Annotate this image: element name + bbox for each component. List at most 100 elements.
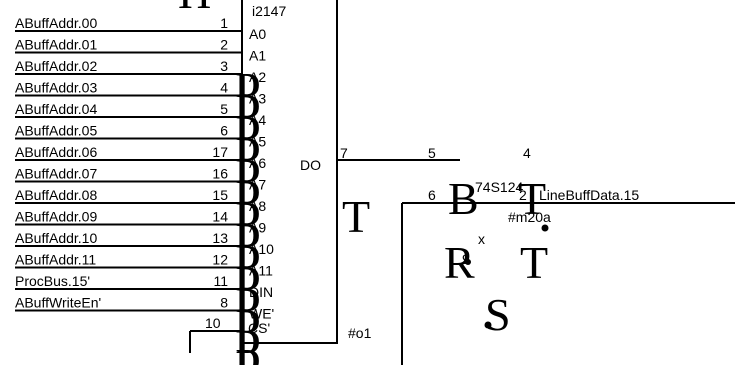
input-signal-label: ABuffAddr.10 [15,230,97,246]
gate-pin-6: 6 [428,187,436,203]
gate-glyph-b: B [448,173,479,224]
gate-part-label: 74S124 [475,179,523,195]
input-pin-number: 4 [220,80,228,96]
input-pin-label: WE' [249,306,274,322]
input-signal-label: ABuffAddr.00 [15,15,97,31]
gate-pin-9: 9 [462,251,470,267]
input-pin-label: A5 [249,134,266,150]
input-pin-number: 17 [212,144,228,160]
input-pin-label: A3 [249,91,266,107]
input-signal-label: ABuffAddr.11 [15,252,96,268]
data-out-label: DO [300,157,321,173]
chip-input-row: ABuffAddr.01 2A1 [15,37,266,64]
input-signal-label: ABuffAddr.04 [15,101,97,117]
chip-part-label: i2147 [252,3,286,19]
overlay-glyph-d: D [236,282,261,319]
output-signal-label: LineBuffData.15 [539,187,639,203]
overlay-glyph-d: D [236,175,261,212]
overlay-glyph-h: H [178,0,211,18]
chip-ref-label: #o1 [348,325,372,341]
chip-pin-cs: 10 CS' [189,315,270,353]
overlay-glyph-d: D [236,67,261,104]
gate-glyph-s: S [485,289,511,340]
overlay-glyph-d: D [236,132,261,169]
input-signal-label: ProcBus.15' [15,273,90,289]
input-pin-number: 5 [220,101,228,117]
input-signal-label: ABuffAddr.01 [15,37,97,53]
gate-pin-4: 4 [523,145,531,161]
input-pin-label: A8 [249,198,266,214]
input-signal-label: ABuffAddr.07 [15,166,97,182]
input-signal-label: ABuffAddr.02 [15,58,97,74]
input-signal-label: ABuffAddr.06 [15,144,97,160]
overlay-glyph-d: D [236,239,261,276]
gate-pin-5: 5 [428,145,436,161]
overlay-glyph-d: D [236,261,261,298]
overlay-glyph-d: D [236,89,261,126]
overlay-glyph-d: D [236,153,261,190]
chip-input-row: ABuffWriteEn' 8WE' [15,295,274,322]
input-pin-label: A9 [249,220,266,236]
input-signal-label: ABuffAddr.05 [15,123,97,139]
gate-74s124: 5 4 6 74S124 2 #m20a x 9 B R T T S [401,145,735,365]
overlay-glyph-t-left: T [342,191,370,242]
input-pin-number: 1 [220,15,228,31]
input-pin-label: A2 [249,69,266,85]
input-pin-label: A0 [249,26,266,42]
input-pin-number: 6 [220,123,228,139]
input-signal-label: ABuffAddr.03 [15,80,97,96]
gate-glyph-t-top: T [518,173,546,224]
overlay-glyph-d: D [236,324,261,361]
gate-glyph-t-bottom: T [520,237,548,288]
input-pin-number: 3 [220,58,228,74]
overlay-glyph-d: D [236,110,261,147]
input-pin-label: A1 [249,48,266,64]
input-signal-label: ABuffWriteEn' [15,295,101,311]
data-out-pin-number: 7 [340,145,348,161]
gate-ref-label: #m20a [508,209,551,225]
input-pin-number: 12 [212,252,228,268]
chip-input-row: ABuffAddr.05 6A5 [15,123,266,150]
chip-input-row: ABuffAddr.00 1A0 [15,15,266,42]
junction-dot-9 [465,259,471,265]
junction-dot-s [484,321,492,329]
input-pin-number: 8 [220,295,228,311]
chip-input-row: ABuffAddr.03 4A3 [15,80,266,107]
input-pin-label: A10 [249,241,274,257]
input-pin-number: 15 [212,187,228,203]
input-pin-number: 16 [212,166,228,182]
input-pin-number: 14 [212,209,228,225]
chip-input-row: ABuffAddr.02 3A2 [15,58,266,85]
overlay-glyph-d: D [236,196,261,233]
pin-10-number: 10 [205,315,221,331]
input-pin-number: 11 [213,273,228,289]
input-pin-label: A7 [249,177,266,193]
input-pin-number: 13 [212,230,228,246]
i2147-chip-body [241,0,338,344]
input-pin-label: A11 [249,263,273,279]
overlay-glyph-d: D [236,343,261,365]
gate-pin-2: 2 [519,187,527,203]
input-pin-label: A4 [249,112,266,128]
input-pin-label: DIN [249,284,273,300]
pin-10-label: CS' [248,320,270,336]
overlay-glyph-d: D [236,304,261,341]
chip-input-row: ABuffAddr.04 5A4 [15,101,266,128]
input-signal-label: ABuffAddr.09 [15,209,97,225]
input-pin-label: A6 [249,155,266,171]
gate-x-label: x [478,231,485,247]
input-pin-number: 2 [220,37,228,53]
overlay-glyph-d: D [236,218,261,255]
input-signal-label: ABuffAddr.08 [15,187,97,203]
junction-dot-right [541,224,549,232]
